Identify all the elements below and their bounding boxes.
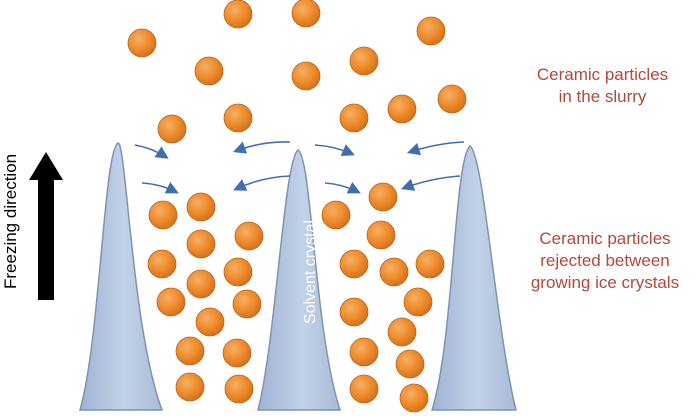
ceramic-particle [291, 0, 321, 28]
rejected-label-line: Ceramic particles [539, 229, 671, 248]
ceramic-particle [223, 103, 253, 133]
rejection-arrow [400, 175, 461, 191]
freezing-direction-arrow [29, 152, 63, 300]
ceramic-particle [224, 374, 254, 404]
ceramic-particle [368, 182, 398, 212]
ceramic-particle [148, 200, 178, 230]
ceramic-particle [157, 114, 187, 144]
ceramic-particle [403, 287, 433, 317]
slurry-particles-label: Ceramic particles in the slurry [510, 64, 695, 108]
ceramic-particle [147, 249, 177, 279]
ceramic-particle [223, 0, 253, 29]
ceramic-particles [127, 0, 467, 413]
rejection-arrows [134, 141, 465, 194]
ceramic-particle [195, 307, 225, 337]
solvent-crystal-middle [257, 149, 342, 411]
ceramic-particle [339, 249, 369, 279]
ceramic-particle [349, 374, 379, 404]
ceramic-particle [366, 220, 396, 250]
slurry-label-line: in the slurry [558, 87, 647, 106]
ceramic-particle [415, 249, 445, 279]
rejection-arrow [233, 141, 291, 154]
ceramic-particle [349, 337, 379, 367]
ceramic-particle [186, 192, 216, 222]
slurry-label-line: Ceramic particles [536, 65, 669, 84]
ceramic-particle [416, 16, 446, 46]
ceramic-particle [156, 287, 186, 317]
rejection-arrow [134, 144, 169, 159]
ceramic-particle [291, 61, 321, 91]
ceramic-particle [127, 28, 157, 58]
solvent-crystal-left [79, 142, 164, 411]
ceramic-particle [223, 257, 253, 287]
ceramic-particle [379, 257, 409, 287]
ceramic-particle [222, 338, 252, 368]
ceramic-particle [437, 84, 467, 114]
ceramic-particle [387, 94, 417, 124]
ceramic-particle [395, 349, 425, 379]
freezing-direction-label: Freezing direction [1, 153, 20, 289]
rejection-arrow [233, 175, 291, 191]
rejected-label-line: growing ice crystals [530, 273, 680, 292]
ceramic-particle [349, 46, 379, 76]
ceramic-particle [399, 383, 429, 413]
ceramic-particle [186, 269, 216, 299]
rejection-arrow [324, 181, 361, 194]
ceramic-particle [186, 229, 216, 259]
ceramic-particle [175, 372, 205, 402]
rejection-arrow [141, 181, 179, 194]
rejection-arrow [406, 141, 465, 156]
ceramic-particle [339, 103, 369, 133]
rejection-arrow [314, 144, 355, 156]
ceramic-particle [387, 317, 417, 347]
ceramic-particle [232, 289, 262, 319]
solvent-crystal-right [430, 145, 517, 411]
rejected-particles-label: Ceramic particles rejected between growi… [510, 228, 700, 294]
solvent-crystal-label: Solvent crystal [302, 219, 319, 325]
ceramic-particle [194, 56, 224, 86]
ceramic-particle [321, 200, 351, 230]
ceramic-particle [234, 221, 264, 251]
ceramic-particle [339, 297, 369, 327]
ceramic-particle [175, 336, 205, 366]
rejected-label-line: rejected between [540, 251, 670, 270]
